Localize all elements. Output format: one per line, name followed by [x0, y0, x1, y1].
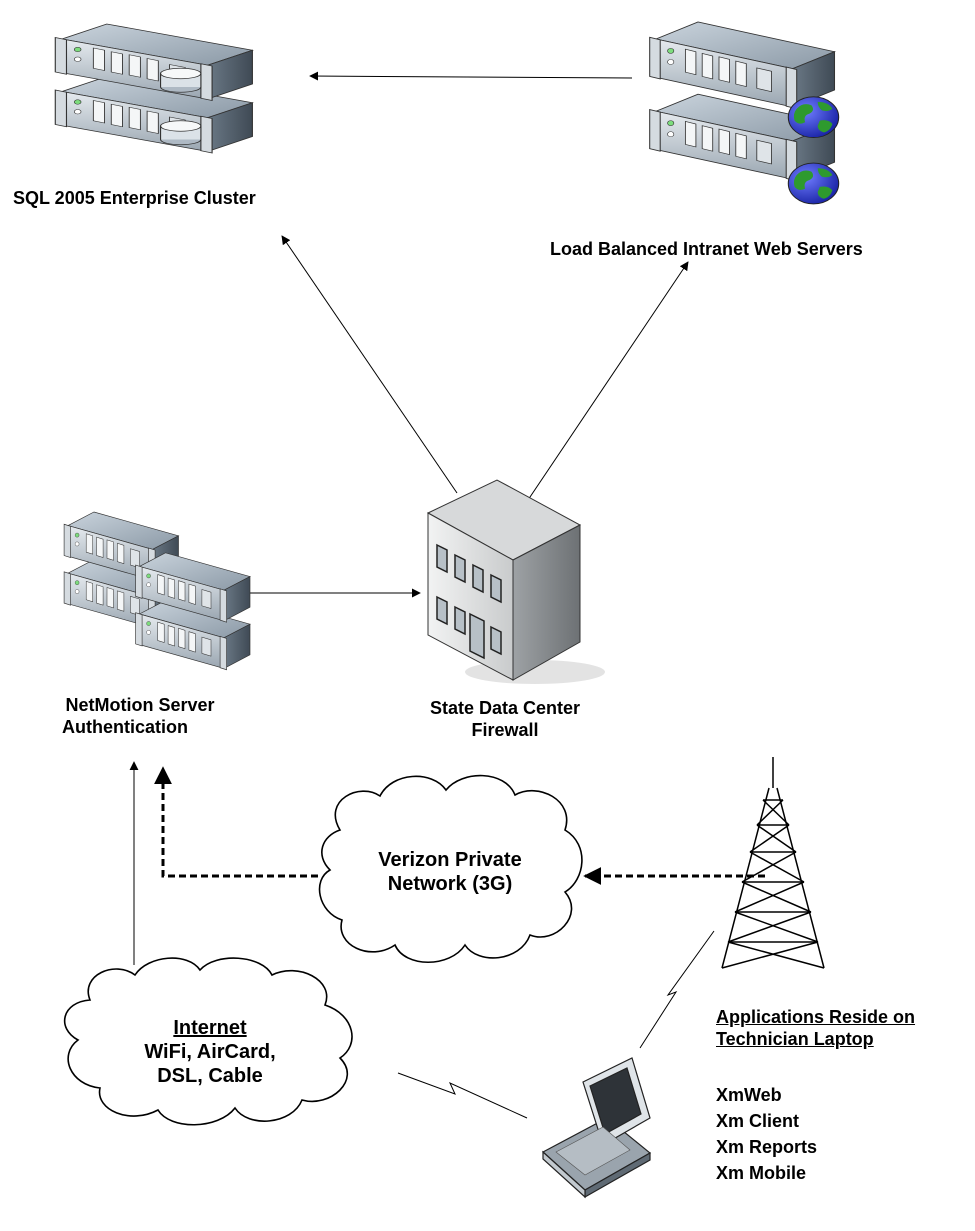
app-item: Xm Client — [716, 1111, 800, 1131]
verizon-cloud-shape — [318, 774, 583, 964]
netmotion-server-icon — [63, 511, 251, 671]
verizon-cloud-label: Verizon Private Network (3G) — [345, 848, 555, 896]
web-servers-icon — [649, 21, 840, 205]
app-item: Xm Reports — [716, 1137, 818, 1157]
app-item: Xm Mobile — [716, 1163, 807, 1183]
app-item: XmWeb — [716, 1085, 782, 1105]
laptop-icon — [541, 1057, 652, 1199]
connector-web-to-sql — [309, 71, 633, 81]
data-center-building-icon — [426, 479, 605, 684]
apps-panel-title-line1: Applications Reside on — [716, 1007, 916, 1027]
verizon-label-line1: Verizon Private — [378, 849, 522, 871]
internet-label-title: Internet — [173, 1017, 247, 1039]
wireless-link-laptop-tower — [639, 930, 715, 1049]
apps-panel: Applications Reside on Technician Laptop… — [716, 1006, 971, 1186]
data-center-label-line1: State Data Center — [429, 698, 581, 718]
connector-datacenter-to-sql — [281, 235, 458, 494]
data-center-label: State Data Center Firewall — [395, 697, 615, 741]
internet-label-line3: DSL, Cable — [157, 1065, 263, 1087]
verizon-label-line2: Network (3G) — [387, 873, 513, 895]
connector-datacenter-to-web — [527, 261, 689, 501]
sql-cluster-icon — [54, 23, 253, 154]
apps-panel-title-line2: Technician Laptop — [716, 1029, 874, 1049]
netmotion-label-line2: Authentication — [62, 717, 188, 737]
cell-tower-icon — [721, 757, 825, 969]
internet-label-line2: WiFi, AirCard, — [144, 1041, 276, 1063]
sql-cluster-label: SQL 2005 Enterprise Cluster — [13, 188, 256, 208]
wireless-link-laptop-internet — [397, 1072, 528, 1119]
internet-cloud-label: Internet WiFi, AirCard, DSL, Cable — [100, 1016, 320, 1088]
netmotion-label: NetMotion Server Authentication — [40, 694, 240, 738]
connector-verizon-to-netmotion — [154, 766, 318, 878]
internet-cloud-shape — [63, 957, 353, 1126]
data-center-label-line2: Firewall — [471, 720, 539, 740]
netmotion-label-line1: NetMotion Server — [65, 695, 215, 715]
web-servers-label: Load Balanced Intranet Web Servers — [550, 239, 863, 259]
